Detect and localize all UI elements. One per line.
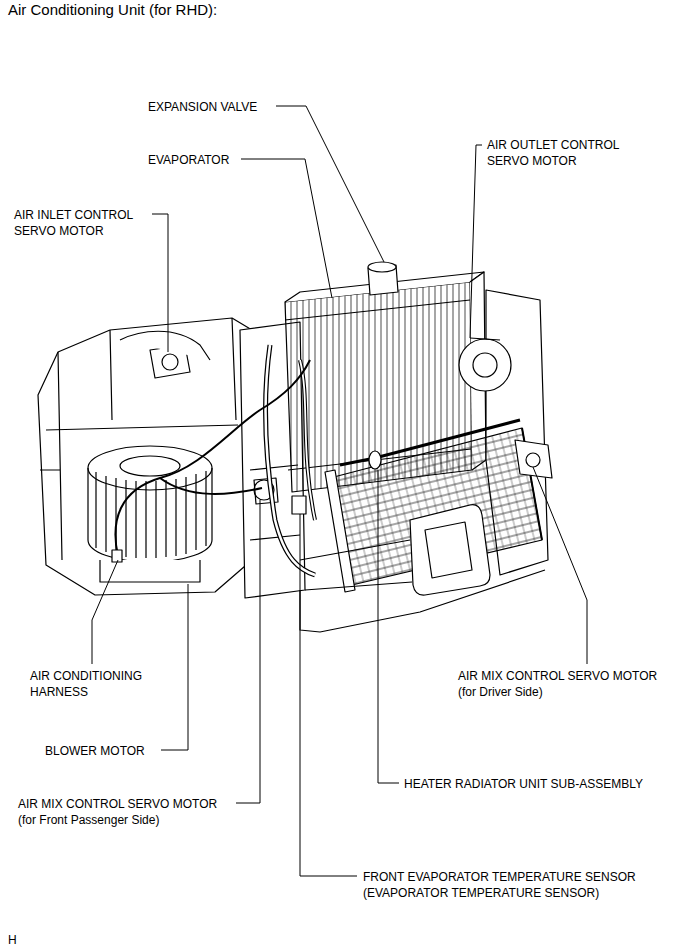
diagram-title: Air Conditioning Unit (for RHD):	[8, 1, 217, 19]
part-label: EXPANSION VALVE	[148, 99, 288, 115]
unit-line-art	[38, 262, 552, 632]
part-label: AIR MIX CONTROL SERVO MOTOR (for Front P…	[18, 796, 230, 828]
part-label: AIR OUTLET CONTROL SERVO MOTOR	[487, 137, 637, 169]
leader-lines	[92, 106, 587, 876]
part-label: AIR CONDITIONING HARNESS	[30, 668, 160, 700]
part-label: FRONT EVAPORATOR TEMPERATURE SENSOR (EVA…	[363, 869, 663, 901]
part-label: AIR INLET CONTROL SERVO MOTOR	[14, 207, 154, 239]
part-label: EVAPORATOR	[148, 152, 248, 168]
part-label: H	[8, 932, 38, 948]
part-label: AIR MIX CONTROL SERVO MOTOR (for Driver …	[458, 668, 670, 700]
part-label: HEATER RADIATOR UNIT SUB-ASSEMBLY	[404, 776, 684, 792]
part-label: BLOWER MOTOR	[45, 743, 165, 759]
